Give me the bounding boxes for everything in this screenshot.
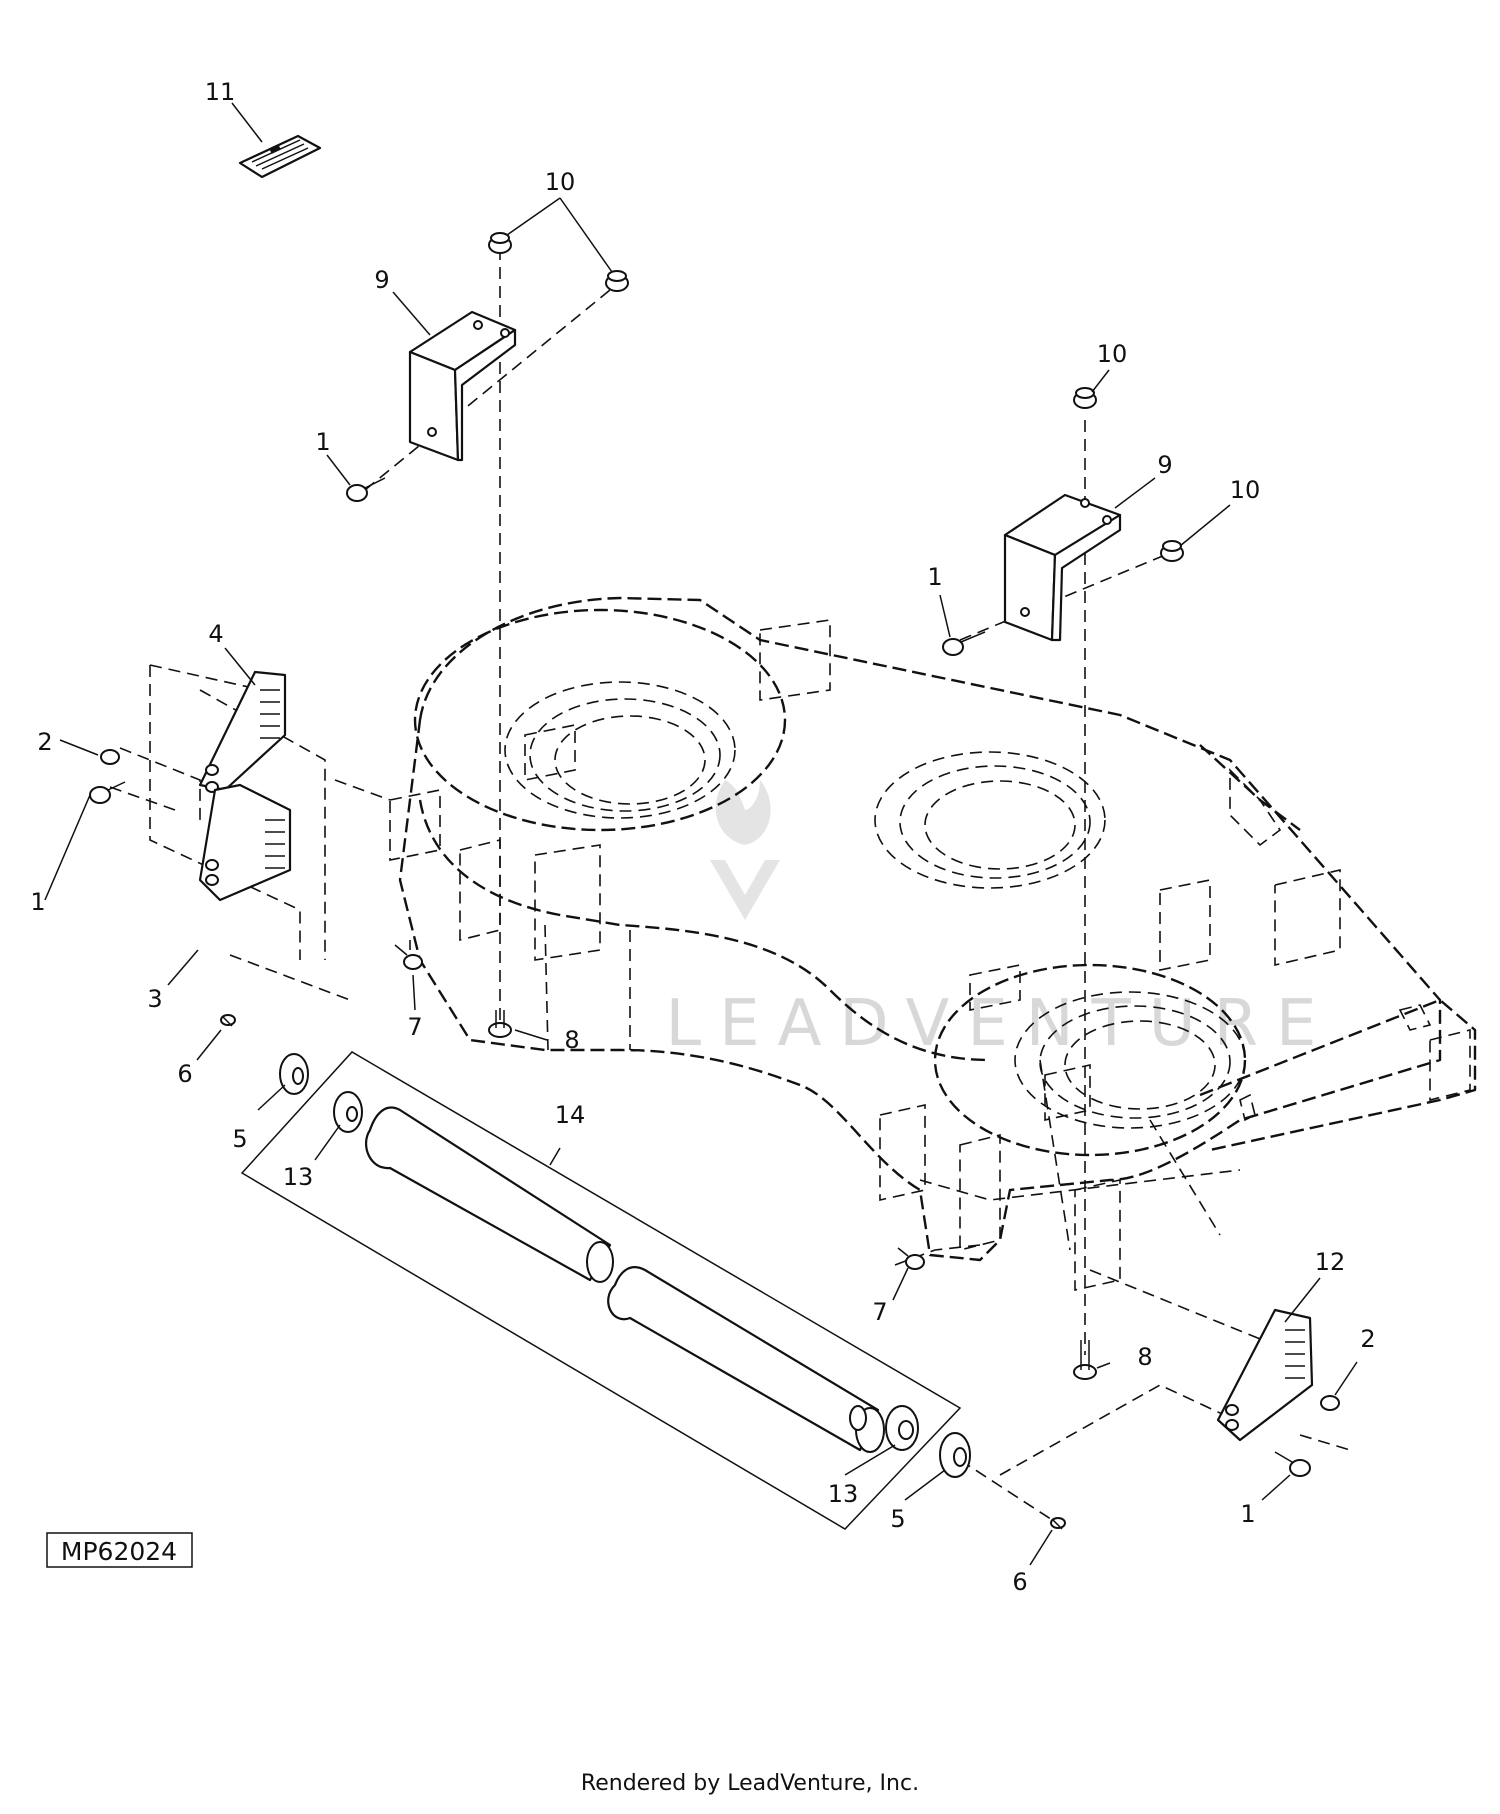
callout-13-right: 13 xyxy=(828,1480,859,1508)
callout-10-upper-right: 10 xyxy=(1097,340,1128,368)
callout-5-right: 5 xyxy=(890,1505,905,1533)
nut-2-a xyxy=(100,749,120,765)
bolt-7-b xyxy=(897,1247,925,1270)
callout-7-left: 7 xyxy=(407,1013,422,1041)
hardware-grease-fittings xyxy=(220,1014,1066,1530)
bolt-1-c xyxy=(89,781,126,804)
callout-12: 12 xyxy=(1315,1248,1346,1276)
callout-2-right: 2 xyxy=(1360,1325,1375,1353)
fitting-6-b xyxy=(1050,1517,1066,1530)
callout-3: 3 xyxy=(147,985,162,1013)
bolt-1-d xyxy=(1274,1451,1311,1477)
watermark-text: LEADVENTURE xyxy=(666,987,1335,1061)
callout-4: 4 xyxy=(208,620,223,648)
bolt-8-b xyxy=(1073,1340,1097,1380)
callout-9-upper-left: 9 xyxy=(374,266,389,294)
part-bracket-upper-right xyxy=(1003,493,1122,642)
spacer-5-a xyxy=(279,1053,309,1095)
part-plate-12 xyxy=(1216,1308,1314,1442)
assembly-lines xyxy=(109,248,1351,1526)
callout-14: 14 xyxy=(555,1101,586,1129)
mower-deck xyxy=(389,596,1477,1291)
callout-6-left: 6 xyxy=(177,1060,192,1088)
nut-10-a xyxy=(488,232,512,254)
callout-labels: 11 10 9 1 10 9 10 1 4 2 1 3 7 8 6 5 13 1… xyxy=(30,78,1375,1596)
nut-2-b xyxy=(1320,1395,1340,1411)
callout-10-right: 10 xyxy=(1230,476,1261,504)
callout-8-left: 8 xyxy=(564,1026,579,1054)
part-bracket-3 xyxy=(198,783,292,902)
bolt-8-a xyxy=(488,1010,512,1038)
roller-assembly xyxy=(240,1051,971,1530)
fitting-6-a xyxy=(220,1014,236,1027)
callout-11: 11 xyxy=(205,78,236,106)
figure-id: MP62024 xyxy=(46,1532,193,1568)
nut-10-b xyxy=(605,270,629,292)
callout-1-lower-right: 1 xyxy=(1240,1500,1255,1528)
callout-1-left: 1 xyxy=(30,888,45,916)
callout-1-right: 1 xyxy=(927,563,942,591)
callout-6-right: 6 xyxy=(1012,1568,1027,1596)
callout-9-upper-right: 9 xyxy=(1157,451,1172,479)
callout-10-upper-left: 10 xyxy=(545,168,576,196)
hardware-bolts xyxy=(89,477,1311,1477)
bolt-7-a xyxy=(394,944,423,970)
bearing-13-a xyxy=(333,1091,363,1133)
part-bracket-upper-left xyxy=(408,310,517,462)
watermark: LEADVENTURE xyxy=(666,780,1335,1061)
callout-8-right: 8 xyxy=(1137,1343,1152,1371)
bolt-1-a xyxy=(346,477,386,502)
spacer-5-b xyxy=(939,1432,971,1478)
callout-13-left: 13 xyxy=(283,1163,314,1191)
footer-credit: Rendered by LeadVenture, Inc. xyxy=(581,1771,919,1796)
figure-id-text: MP62024 xyxy=(61,1537,177,1566)
callout-5-left: 5 xyxy=(232,1125,247,1153)
nut-10-c xyxy=(1073,387,1097,409)
hardware-nuts xyxy=(100,232,1340,1411)
bolt-1-b xyxy=(942,631,986,656)
callout-leaders xyxy=(44,102,1358,1566)
part-plate-4 xyxy=(198,670,287,793)
bearing-13-b xyxy=(885,1405,919,1451)
callout-7-right: 7 xyxy=(872,1298,887,1326)
callout-1-upper-left: 1 xyxy=(315,428,330,456)
callout-2-left: 2 xyxy=(37,728,52,756)
part-decal xyxy=(238,134,322,179)
nut-10-d xyxy=(1160,540,1184,562)
